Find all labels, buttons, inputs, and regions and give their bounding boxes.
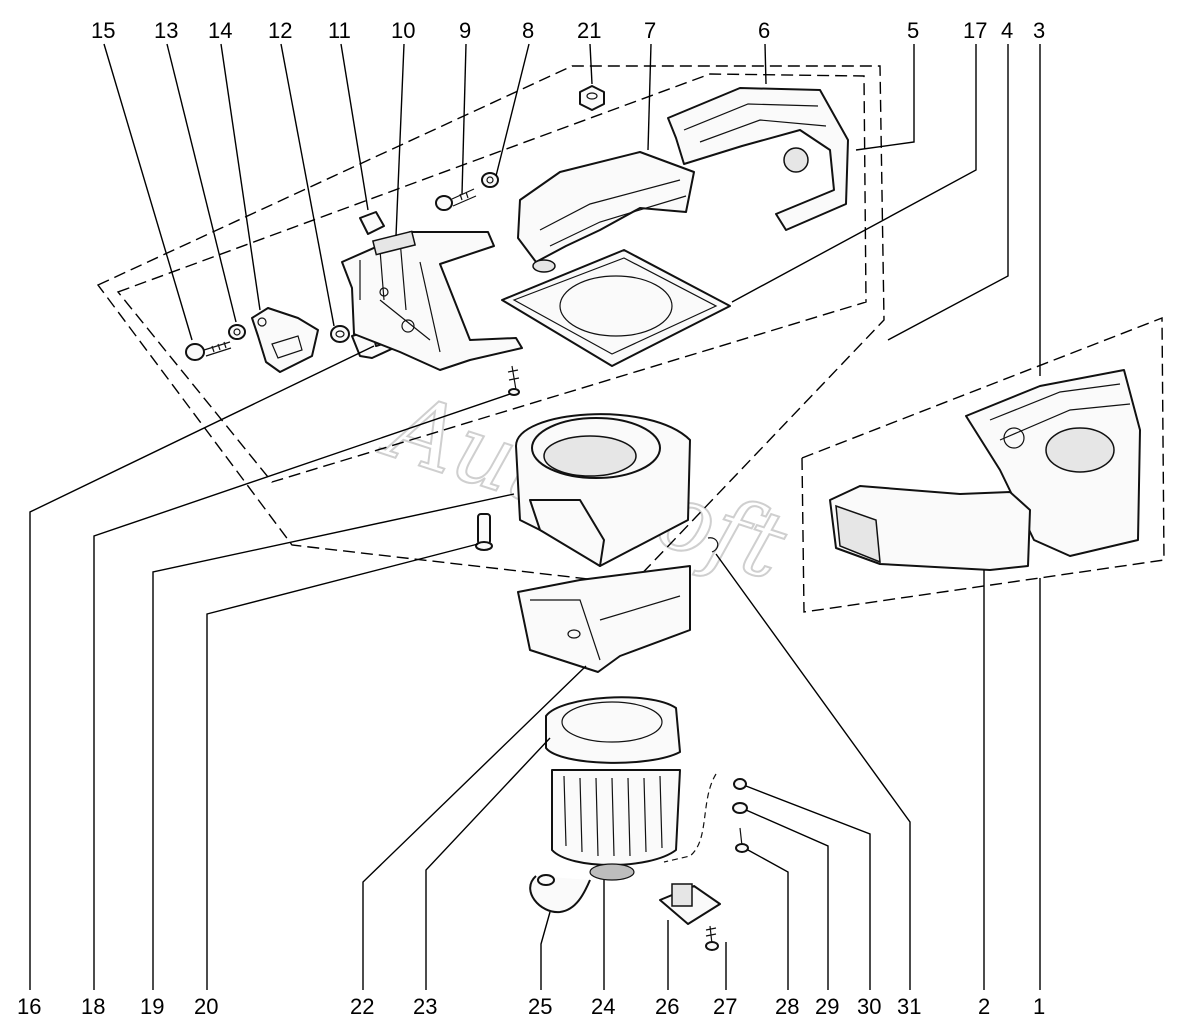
part-nut-21 (579, 85, 605, 111)
callout-25: 25 (528, 994, 552, 1019)
part-blower-wheel-24 (551, 769, 681, 881)
callout-numbers: 15 13 14 12 11 10 9 8 21 7 6 5 17 4 3 16… (17, 18, 1045, 1019)
part-duct-7 (517, 151, 695, 273)
callout-16: 16 (17, 994, 41, 1019)
part-volute-lower-22 (517, 565, 691, 673)
part-bushing-12 (330, 325, 350, 343)
part-frame-6 (667, 87, 849, 231)
part-washer-8 (481, 172, 499, 188)
part-washer-13 (228, 324, 246, 340)
callout-20: 20 (194, 994, 218, 1019)
callout-30: 30 (857, 994, 881, 1019)
callout-6: 6 (758, 18, 770, 43)
callout-3: 3 (1033, 18, 1045, 43)
part-bolt-20 (475, 513, 493, 551)
group-outlines (96, 65, 1165, 613)
callout-12: 12 (268, 18, 292, 43)
callout-4: 4 (1001, 18, 1013, 43)
part-flange-23 (545, 696, 681, 764)
rotation-arrow (663, 773, 717, 863)
callout-2: 2 (978, 994, 990, 1019)
callout-5: 5 (907, 18, 919, 43)
callout-18: 18 (81, 994, 105, 1019)
callout-24: 24 (591, 994, 615, 1019)
callout-14: 14 (208, 18, 232, 43)
callout-7: 7 (644, 18, 656, 43)
callout-9: 9 (459, 18, 471, 43)
part-clip-11 (359, 211, 385, 235)
part-duct-2 (829, 485, 1031, 571)
callout-15: 15 (91, 18, 115, 43)
callout-17: 17 (963, 18, 987, 43)
callout-26: 26 (655, 994, 679, 1019)
callout-23: 23 (413, 994, 437, 1019)
part-volute-upper-19 (515, 413, 691, 567)
callout-19: 19 (140, 994, 164, 1019)
part-filter-frame-17 (501, 249, 731, 367)
callout-10: 10 (391, 18, 415, 43)
part-screw-28 (735, 827, 749, 853)
callout-29: 29 (815, 994, 839, 1019)
part-bracket-14 (251, 307, 319, 373)
leader-lines (29, 43, 1041, 990)
callout-1: 1 (1033, 994, 1045, 1019)
callout-28: 28 (775, 994, 799, 1019)
callout-8: 8 (522, 18, 534, 43)
part-housing-10 (341, 230, 523, 371)
part-nut-30 (733, 778, 747, 790)
part-assembly-3 (965, 369, 1141, 557)
callout-27: 27 (713, 994, 737, 1019)
part-washer-29 (732, 802, 748, 814)
part-screw-15 (185, 341, 232, 361)
callout-22: 22 (350, 994, 374, 1019)
part-screw-27 (705, 925, 719, 951)
part-screw-9 (435, 188, 477, 211)
callout-13: 13 (154, 18, 178, 43)
part-resistor-26 (659, 883, 721, 925)
callout-31: 31 (897, 994, 921, 1019)
callout-21: 21 (577, 18, 601, 43)
part-hose-25 (529, 874, 591, 914)
part-screw-18 (507, 365, 520, 396)
part-clip-31 (707, 537, 719, 553)
callout-11: 11 (328, 18, 351, 43)
